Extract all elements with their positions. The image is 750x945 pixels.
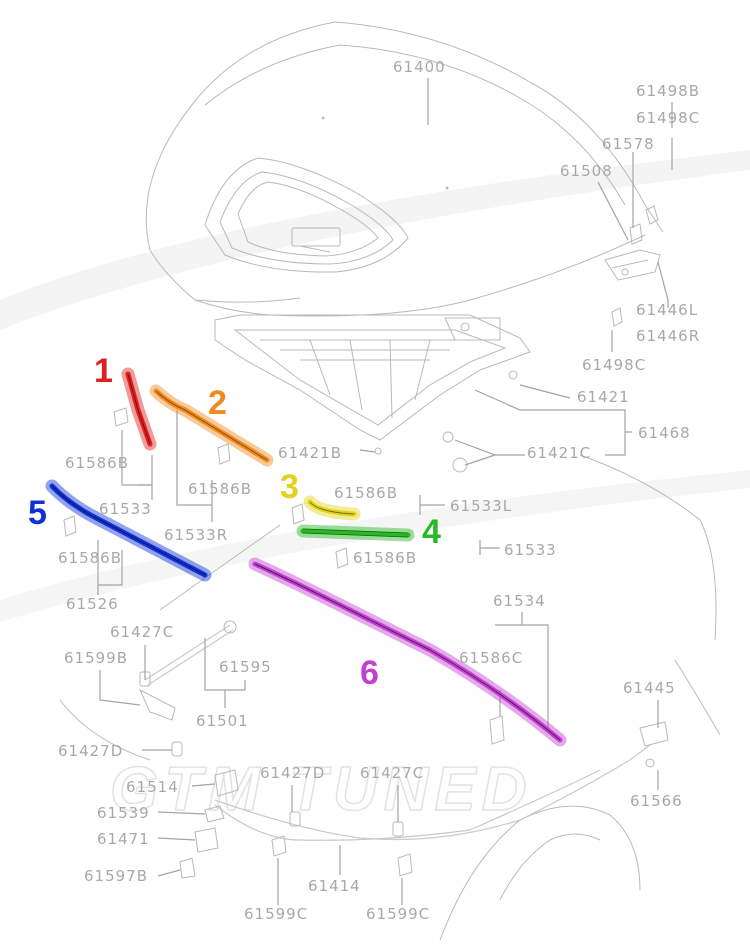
label-61533: 61533 [99,500,152,518]
label-61445: 61445 [623,679,676,697]
label-61471: 61471 [97,830,150,848]
label-61498c-mid: 61498C [582,356,646,374]
seal-strip-2 [149,384,274,467]
callout-1: 1 [94,352,113,390]
seal-strip-1 [121,367,157,451]
label-61595: 61595 [219,658,272,676]
hood-inner-frame [214,314,531,441]
label-61534: 61534 [493,592,546,610]
label-61508: 61508 [560,162,613,180]
label-61533-right: 61533 [504,541,557,559]
label-61599c-2: 61599C [366,905,430,923]
label-61586b-5: 61586B [58,549,122,567]
label-61446r: 61446R [636,327,700,345]
label-61514: 61514 [126,778,179,796]
label-61427c-2: 61427C [360,764,424,782]
label-61566: 61566 [630,792,683,810]
label-61578: 61578 [602,135,655,153]
label-61468: 61468 [638,424,691,442]
label-61421b: 61421B [278,444,342,462]
retainer-clips [63,370,655,768]
callout-2: 2 [208,384,227,422]
hood-release-cable [171,721,669,879]
label-61400: 61400 [393,58,446,76]
callout-3: 3 [280,468,299,506]
label-61427c-1: 61427C [110,623,174,641]
label-61599b: 61599B [64,649,128,667]
callout-numbers: 1 2 3 4 5 6 [28,352,441,692]
callout-6: 6 [360,654,379,692]
seal-strip-6 [248,557,567,747]
car-body-outline [59,454,721,941]
hood-support-rod [138,620,237,721]
label-61414: 61414 [308,877,361,895]
label-61533r: 61533R [164,526,228,544]
callout-5: 5 [28,494,47,532]
label-61586b-1: 61586B [65,454,129,472]
label-61446l: 61446L [636,301,698,319]
hood-panel [145,21,664,317]
label-61586c: 61586C [459,649,523,667]
label-61539: 61539 [97,804,150,822]
label-61526: 61526 [66,595,119,613]
label-61498b: 61498B [636,82,700,100]
watermark-swoosh: GTM TUNED [0,150,750,825]
label-61586b-3: 61586B [334,484,398,502]
label-61421: 61421 [577,388,630,406]
hood-hinge-assembly [604,205,661,327]
leader-lines [97,78,673,905]
highlighted-seals [45,367,567,747]
seal-strip-4 [296,524,415,542]
label-61586b-4: 61586B [353,549,417,567]
label-61599c-1: 61599C [244,905,308,923]
label-61421c: 61421C [527,444,591,462]
label-61533l: 61533L [450,497,512,515]
label-61586b-2: 61586B [188,480,252,498]
label-61597b: 61597B [84,867,148,885]
callout-4: 4 [422,513,441,551]
seal-strip-3 [303,495,361,521]
label-61427d-2: 61427D [260,764,325,782]
label-61501: 61501 [196,712,249,730]
part-number-labels: 61400 61498B 61498C 61578 61508 61446L 6… [58,58,700,923]
label-61498c-top: 61498C [636,109,700,127]
label-61427d-1: 61427D [58,742,123,760]
seal-strip-5 [45,479,212,582]
